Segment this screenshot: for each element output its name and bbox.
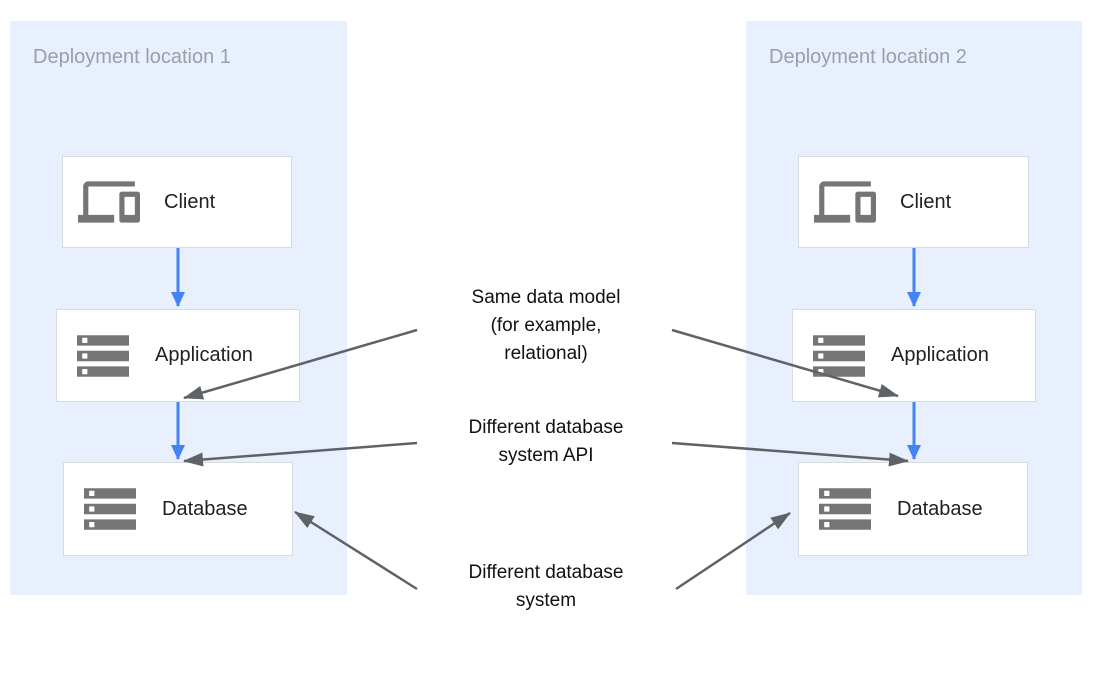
client-node: Client [62,156,292,248]
annotation-different-db-api: Different database system API [386,414,706,470]
annotation-line: system API [498,445,594,466]
annotation-line: Different database [468,562,624,583]
storage-icon [77,334,129,377]
database-node: Database [63,462,293,556]
annotation-different-db-system: Different database system [386,559,706,615]
node-label: Database [897,497,983,520]
panel-title: Deployment location 1 [33,46,231,68]
node-label: Client [164,190,216,213]
node-label: Database [162,497,248,520]
node-label: Application [155,344,253,366]
application-node: Application [56,309,300,402]
node-label: Application [891,344,989,366]
storage-icon [813,334,865,377]
storage-icon [84,488,136,530]
client-node: Client [798,156,1029,248]
annotation-line: relational) [504,343,588,364]
annotation-line: Same data model [471,287,621,308]
annotation-line: Different database [468,417,624,438]
devices-icon [78,181,140,223]
node-label: Client [900,190,952,213]
annotation-same-data-model: Same data model (for example, relational… [386,284,706,368]
annotation-line: (for example, [490,315,602,336]
annotation-line: system [515,590,577,611]
devices-icon [814,181,876,223]
application-node: Application [792,309,1036,402]
database-node: Database [798,462,1028,556]
storage-icon [819,488,871,530]
panel-title: Deployment location 2 [769,46,967,68]
